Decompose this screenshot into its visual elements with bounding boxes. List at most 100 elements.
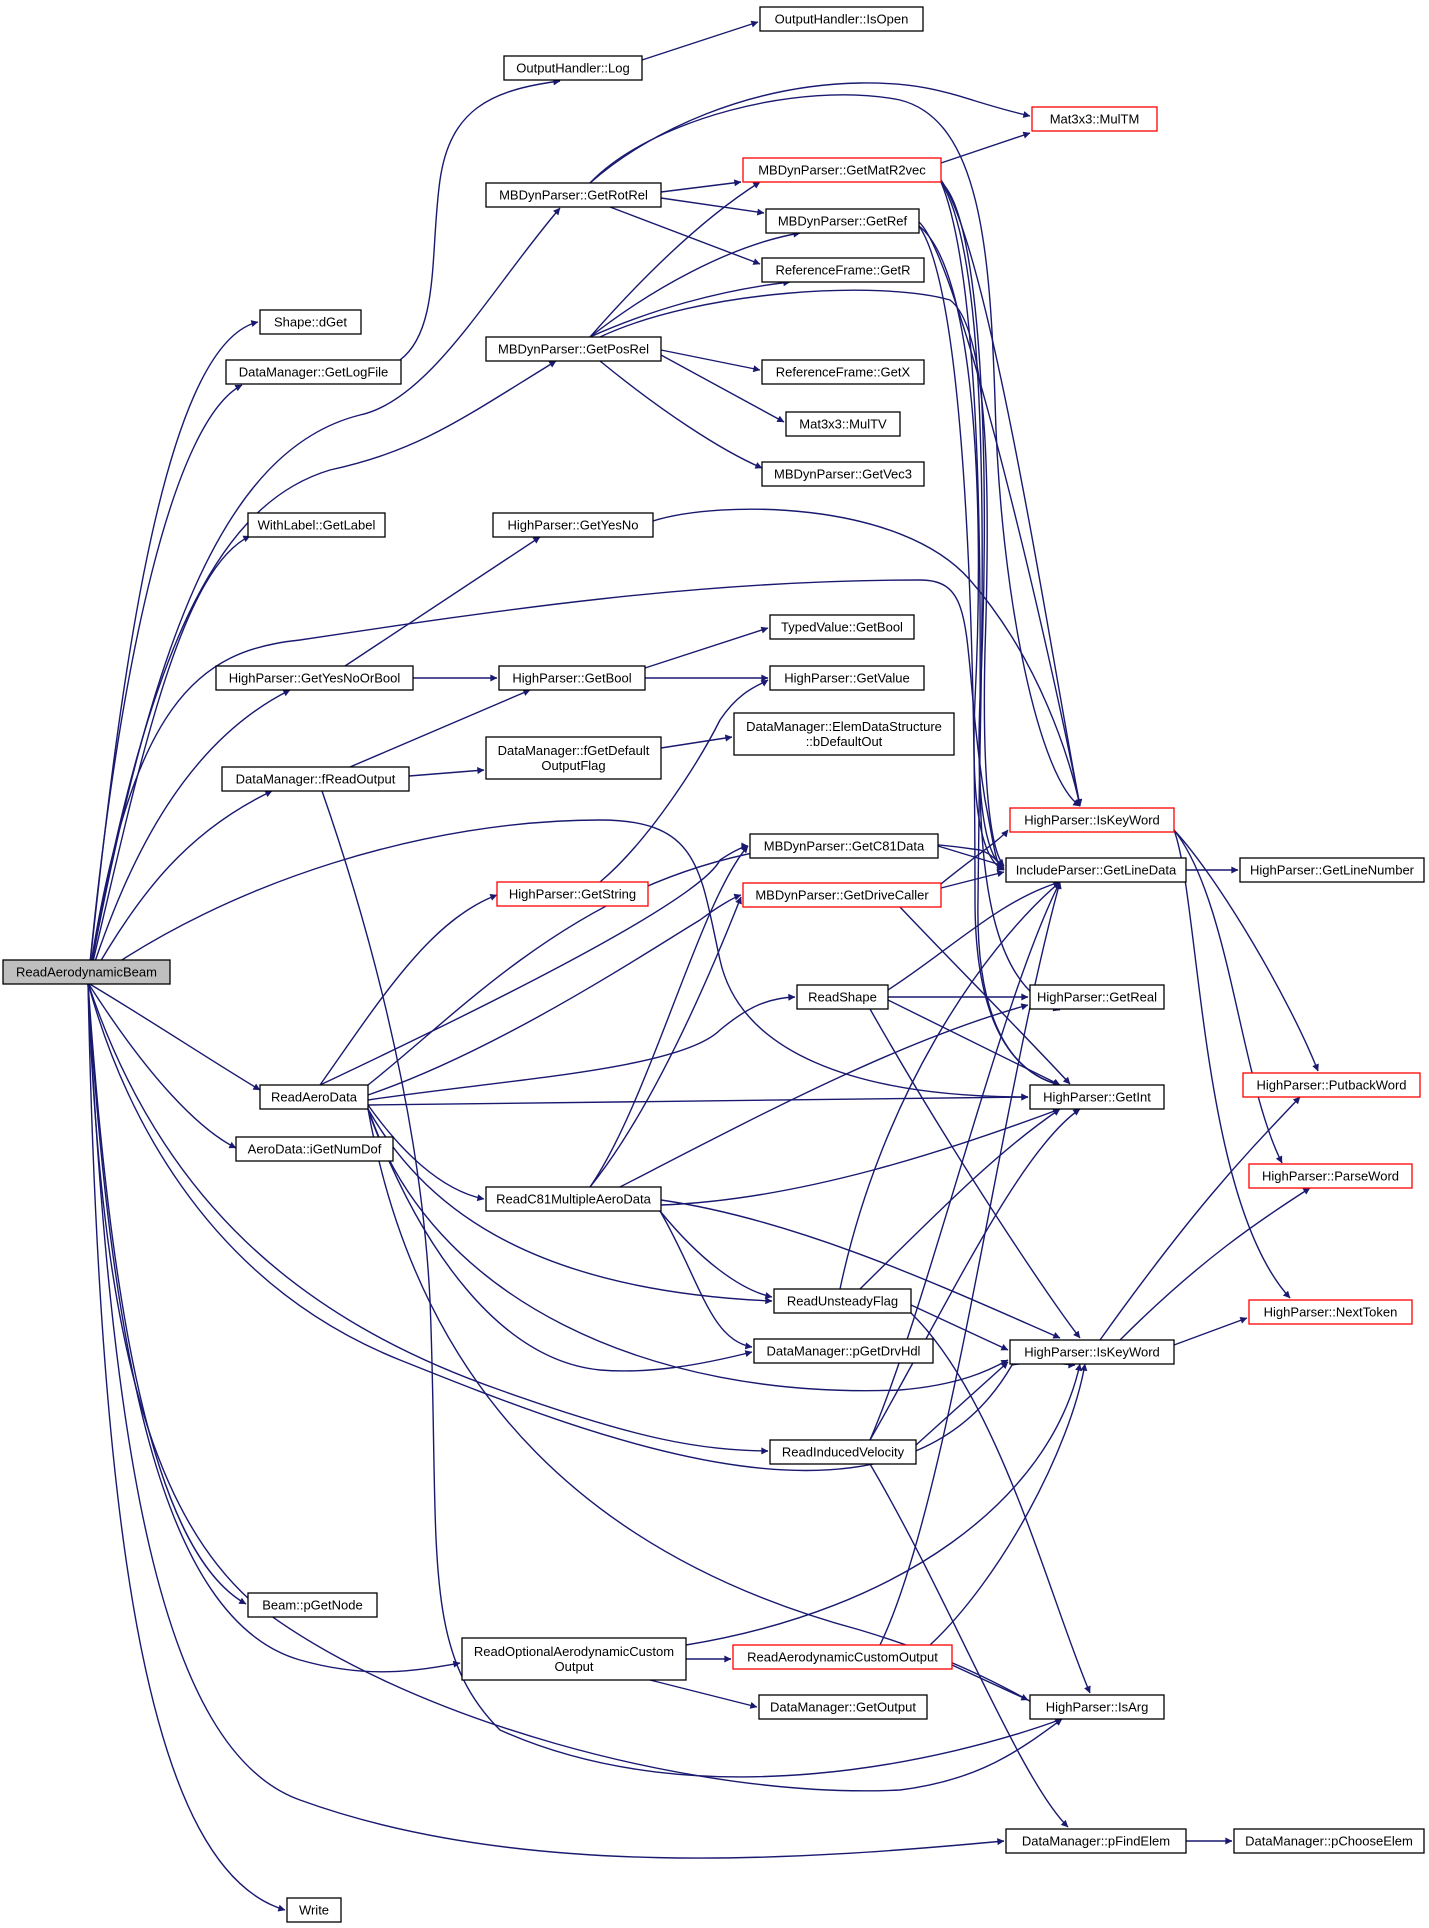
node-ip-getlinedata[interactable]: IncludeParser::GetLineData xyxy=(1005,857,1187,883)
edge-root-to-hp_isarg xyxy=(87,982,1063,1792)
node-write[interactable]: Write xyxy=(286,1897,342,1923)
node-label: ReadAerodynamicBeam xyxy=(16,965,157,980)
node-box xyxy=(1233,1828,1425,1854)
node-mbd-getmatr2vec[interactable]: MBDynParser::GetMatR2vec xyxy=(742,157,942,183)
node-box xyxy=(1242,1072,1421,1098)
node-label: HighParser::GetInt xyxy=(1043,1090,1151,1105)
node-hp-isarg[interactable]: HighParser::IsArg xyxy=(1029,1694,1165,1720)
edge-root-to-hp_getint xyxy=(87,819,1029,1101)
node-label: MBDynParser::GetMatR2vec xyxy=(758,163,926,178)
node-hp-getint[interactable]: HighParser::GetInt xyxy=(1029,1084,1165,1110)
node-hp-parseword[interactable]: HighParser::ParseWord xyxy=(1248,1163,1413,1189)
node-label: MBDynParser::GetPosRel xyxy=(498,342,649,357)
node-hp-getyesnoorbool[interactable]: HighParser::GetYesNoOrBool xyxy=(215,665,414,691)
node-hp-iskeyword[interactable]: HighParser::IsKeyWord xyxy=(1009,1339,1175,1365)
node-hp-getreal[interactable]: HighParser::GetReal xyxy=(1029,984,1165,1010)
node-mbd-getvec3[interactable]: MBDynParser::GetVec3 xyxy=(761,461,925,487)
node-box xyxy=(498,665,646,691)
node-hp-nexttoken[interactable]: HighParser::NextToken xyxy=(1248,1299,1413,1325)
node-hp-getvalue[interactable]: HighParser::GetValue xyxy=(769,665,925,691)
node-box xyxy=(1239,857,1425,883)
node-label: ::bDefaultOut xyxy=(806,734,883,749)
node-hp-iskeyword-r[interactable]: HighParser::IsKeyWord xyxy=(1009,807,1175,833)
node-aerodata-igetnumdof[interactable]: AeroData::iGetNumDof xyxy=(235,1136,394,1162)
node-label: HighParser::IsKeyWord xyxy=(1024,813,1160,828)
node-label: HighParser::GetYesNo xyxy=(507,518,638,533)
node-mbd-getdrivecaller[interactable]: MBDynParser::GetDriveCaller xyxy=(742,882,942,908)
node-box xyxy=(759,6,924,32)
node-readshape[interactable]: ReadShape xyxy=(796,984,889,1010)
node-dm-pfindelem[interactable]: DataManager::pFindElem xyxy=(1005,1828,1187,1854)
node-dm-pchooseelem[interactable]: DataManager::pChooseElem xyxy=(1233,1828,1425,1854)
node-dm-pgetdrvhdl[interactable]: DataManager::pGetDrvHdl xyxy=(753,1338,934,1364)
node-beam-pgetnode[interactable]: Beam::pGetNode xyxy=(247,1592,378,1618)
node-label: HighParser::PutbackWord xyxy=(1256,1078,1406,1093)
edge-root-to-dm_freadoutput xyxy=(87,790,273,984)
edge-hp_iskeyword_r-to-hp_parseword xyxy=(1173,829,1283,1164)
node-label: DataManager::pGetDrvHdl xyxy=(767,1344,921,1359)
node-hp-getyesno[interactable]: HighParser::GetYesNo xyxy=(492,512,654,538)
edge-mbd_getrotrel-to-mbd_getref xyxy=(660,197,765,216)
node-dm-getlogfile[interactable]: DataManager::GetLogFile xyxy=(225,359,402,385)
edge-readaerodata-to-mbd_getdrivecaller xyxy=(367,893,742,1096)
node-dm-getoutput[interactable]: DataManager::GetOutput xyxy=(758,1694,928,1720)
node-box xyxy=(259,309,362,335)
node-hp-putbackword[interactable]: HighParser::PutbackWord xyxy=(1242,1072,1421,1098)
edge-mbd_getdrivecaller-to-hp_getint xyxy=(899,906,1071,1085)
node-hp-getbool[interactable]: HighParser::GetBool xyxy=(498,665,646,691)
node-label: Beam::pGetNode xyxy=(262,1598,362,1613)
node-dm-freadoutput[interactable]: DataManager::fReadOutput xyxy=(221,766,410,792)
edge-readaerocustom-to-hp_isarg xyxy=(951,1664,1029,1701)
node-box xyxy=(1029,1084,1165,1110)
edge-readaerodata-to-readshape xyxy=(367,993,796,1101)
edge-readaerodata-to-readc81multiple xyxy=(367,1104,485,1202)
node-rf-getx[interactable]: ReferenceFrame::GetX xyxy=(761,359,925,385)
node-mbd-getc81data[interactable]: MBDynParser::GetC81Data xyxy=(749,833,939,859)
edge-mbd_getmatr2vec-to-hp_iskeyword_r xyxy=(940,179,1083,807)
node-label: HighParser::IsArg xyxy=(1046,1700,1149,1715)
edge-hp_iskeyword-to-hp_nexttoken xyxy=(1173,1317,1248,1346)
node-box xyxy=(485,736,662,780)
node-shape-dget[interactable]: Shape::dGet xyxy=(259,309,362,335)
node-box xyxy=(215,665,414,691)
edge-readinducedvelocity-to-hp_getint xyxy=(869,1108,1081,1441)
node-box xyxy=(761,257,925,283)
edge-readaerocustom-to-hp_iskeyword xyxy=(929,1363,1088,1646)
edge-readaerodata-to-hp_getint xyxy=(367,1093,1029,1106)
node-readunsteadyflag[interactable]: ReadUnsteadyFlag xyxy=(773,1288,912,1314)
edge-mbd_getref-to-ip_getlinedata xyxy=(918,225,1005,871)
edge-readc81multiple-to-dm_pgetdrvhdl xyxy=(659,1210,753,1350)
node-readaerocustom[interactable]: ReadAerodynamicCustomOutput xyxy=(732,1644,953,1670)
node-readaerodata[interactable]: ReadAeroData xyxy=(259,1084,369,1110)
edge-mbd_getposrel-to-rf_getx xyxy=(660,349,761,373)
edge-mbd_getref-to-hp_iskeyword_r xyxy=(918,221,1083,807)
node-rf-getr[interactable]: ReferenceFrame::GetR xyxy=(761,257,925,283)
node-withlabel[interactable]: WithLabel::GetLabel xyxy=(247,512,386,538)
node-oh-log[interactable]: OutputHandler::Log xyxy=(503,55,643,81)
node-label: HighParser::IsKeyWord xyxy=(1024,1345,1160,1360)
node-mbd-getposrel[interactable]: MBDynParser::GetPosRel xyxy=(485,336,662,362)
node-label: IncludeParser::GetLineData xyxy=(1016,863,1177,878)
node-mbd-getref[interactable]: MBDynParser::GetRef xyxy=(765,208,920,234)
node-mbd-getrotrel[interactable]: MBDynParser::GetRotRel xyxy=(485,182,662,208)
node-label: DataManager::GetLogFile xyxy=(239,365,389,380)
node-hp-getlinenumber[interactable]: HighParser::GetLineNumber xyxy=(1239,857,1425,883)
node-dm-elemdata[interactable]: DataManager::ElemDataStructure::bDefault… xyxy=(733,712,955,756)
edge-dm_freadoutput-to-hp_isarg xyxy=(321,790,1063,1778)
node-label: HighParser::GetValue xyxy=(784,671,910,686)
node-readc81multiple[interactable]: ReadC81MultipleAeroData xyxy=(485,1186,662,1212)
node-readinducedvelocity[interactable]: ReadInducedVelocity xyxy=(769,1439,917,1465)
edge-mbd_getposrel-to-mbd_getref xyxy=(589,230,801,338)
node-box xyxy=(758,1694,928,1720)
node-mat-multv[interactable]: Mat3x3::MulTV xyxy=(785,411,901,437)
edge-readunsteadyflag-to-hp_isarg xyxy=(910,1312,1091,1694)
node-mat-multm[interactable]: Mat3x3::MulTM xyxy=(1031,106,1158,132)
node-label: Mat3x3::MulTV xyxy=(799,417,887,432)
node-box xyxy=(1248,1163,1413,1189)
node-hp-getstring[interactable]: HighParser::GetString xyxy=(496,881,649,907)
node-oh-isopen[interactable]: OutputHandler::IsOpen xyxy=(759,6,924,32)
node-tv-getbool[interactable]: TypedValue::GetBool xyxy=(769,614,915,640)
edge-mbd_getdrivecaller-to-ip_getlinedata xyxy=(940,870,1005,889)
